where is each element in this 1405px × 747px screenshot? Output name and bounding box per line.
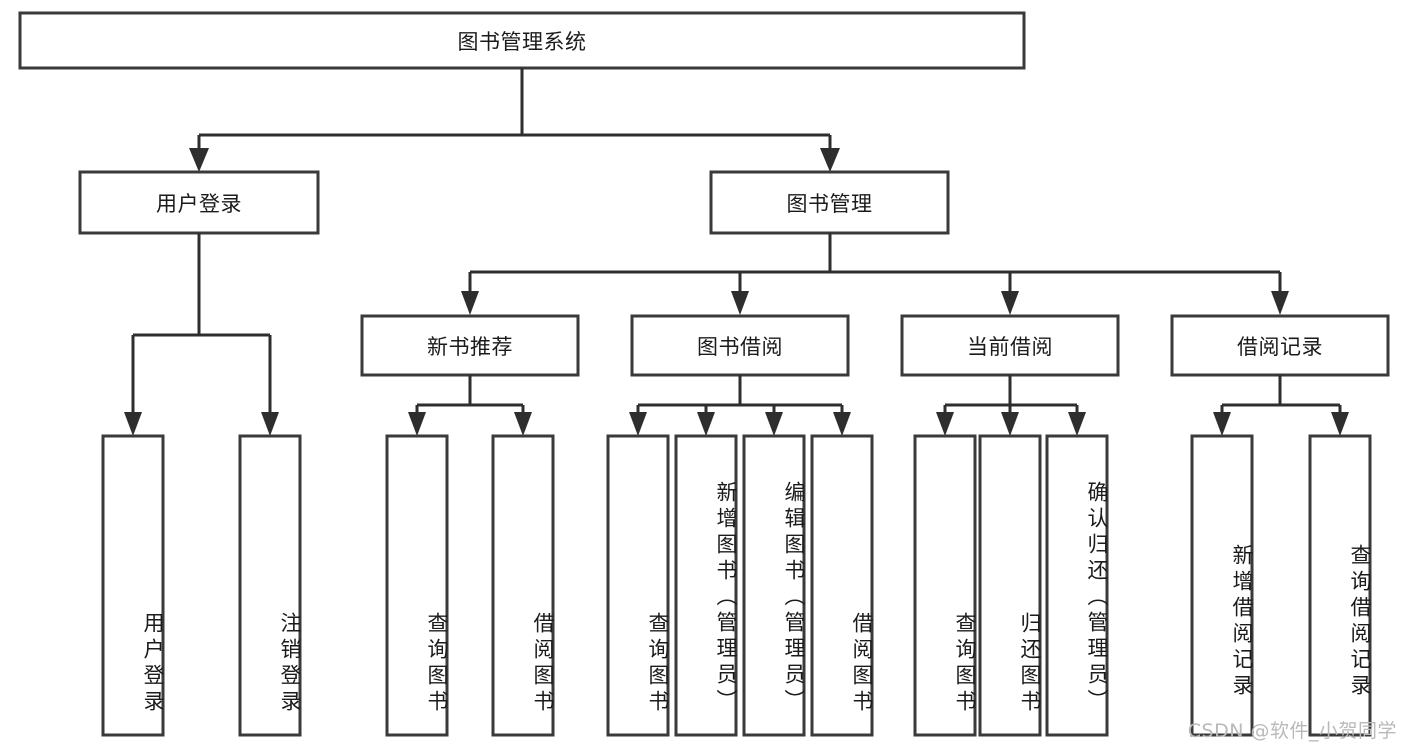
arrow-head-current-borrow [1001,291,1019,315]
arrow-head-leaf-user-login [124,412,142,436]
arrow-head-leaf-add-book [697,412,715,436]
node-leaf-query-book-1-box[interactable] [385,434,449,737]
arrow-head-book-borrow [731,291,749,315]
node-new-book-recommend-box[interactable] [360,314,580,377]
arrow-head-leaf-edit-book [765,412,783,436]
node-current-borrow-box[interactable] [900,314,1120,377]
node-leaf-query-record-box[interactable] [1308,434,1372,737]
arrow-head-leaf-user-logout [261,412,279,436]
arrow-head-leaf-add-record [1213,412,1231,436]
arrow-head-leaf-confirm-return [1068,412,1086,436]
arrow-head-leaf-query-book-1 [408,412,426,436]
arrow-head-user-login [189,148,209,172]
arrow-head-leaf-query-record [1331,412,1349,436]
arrow-head-book-management [820,148,840,172]
arrow-head-leaf-borrow-book-2 [833,412,851,436]
node-leaf-confirm-return-box[interactable] [1045,434,1109,737]
arrow-head-leaf-query-book-2 [629,412,647,436]
arrow-head-leaf-borrow-book-1 [514,412,532,436]
arrow-head-leaf-query-book-3 [936,412,954,436]
node-leaf-query-book-2-box[interactable] [606,434,670,737]
csdn-watermark: CSDN @软件_小贺同学 [1187,720,1397,742]
node-leaf-user-logout-box[interactable] [238,434,302,737]
node-leaf-borrow-book-2-box[interactable] [810,434,874,737]
arrow-head-leaf-return-book [1001,412,1019,436]
node-leaf-add-record-box[interactable] [1190,434,1254,737]
arrow-head-new-book-recommend [461,291,479,315]
node-leaf-user-login-box[interactable] [101,434,165,737]
node-leaf-edit-book-box[interactable] [742,434,806,737]
node-leaf-return-book-box[interactable] [978,434,1042,737]
node-root-box[interactable] [18,11,1026,70]
node-book-management-box[interactable] [709,170,950,235]
arrow-head-borrow-record [1271,291,1289,315]
node-book-borrow-box[interactable] [630,314,850,377]
node-borrow-record-box[interactable] [1170,314,1390,377]
node-leaf-query-book-3-box[interactable] [913,434,977,737]
node-user-login-box[interactable] [78,170,320,235]
node-leaf-borrow-book-1-box[interactable] [491,434,555,737]
node-leaf-add-book-box[interactable] [674,434,738,737]
